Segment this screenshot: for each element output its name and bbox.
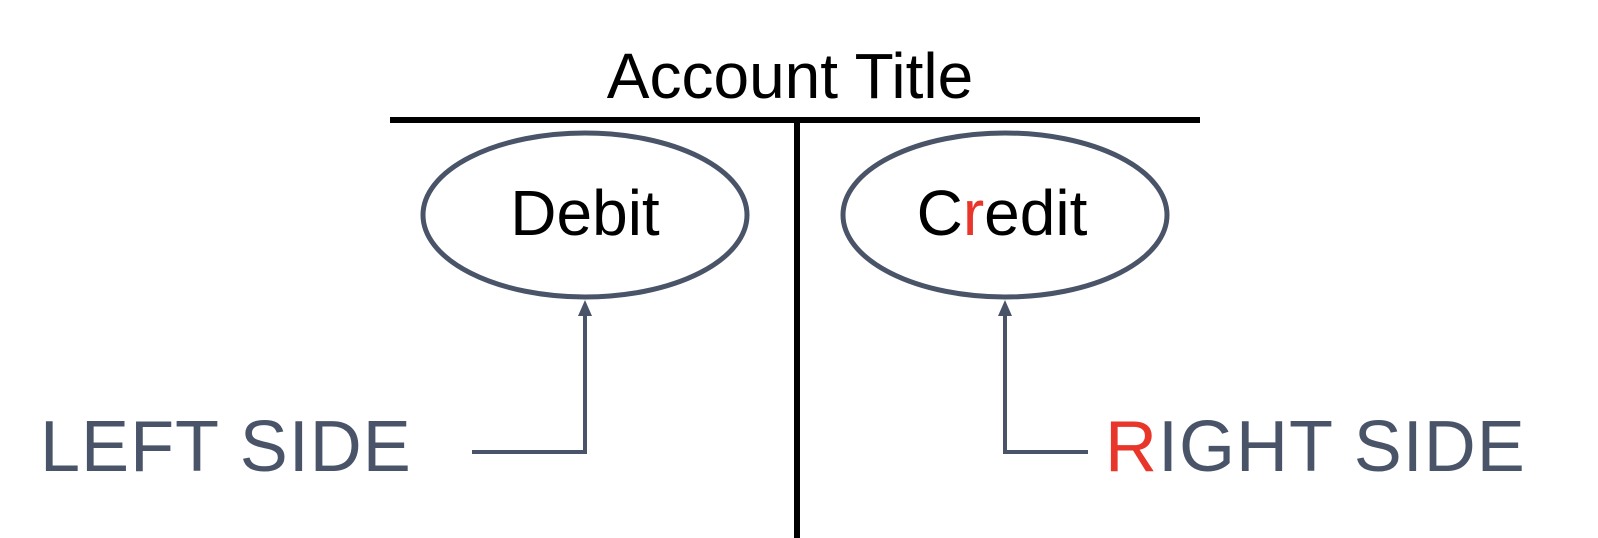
debit-label: Debit bbox=[510, 177, 660, 249]
right-side-suffix: IGHT SIDE bbox=[1158, 407, 1526, 487]
left-arrowhead bbox=[578, 300, 592, 316]
credit-label: Credit bbox=[862, 177, 1142, 249]
credit-oval bbox=[840, 130, 1170, 300]
account-title: Account Title bbox=[606, 40, 974, 112]
right-side-label: RIGHT SIDE bbox=[1105, 407, 1526, 487]
credit-suffix: edit bbox=[984, 177, 1088, 249]
right-side-highlight: R bbox=[1105, 407, 1158, 487]
right-arrowhead bbox=[998, 300, 1012, 316]
left-arrow-line bbox=[472, 312, 587, 454]
left-side-label: LEFT SIDE bbox=[40, 407, 412, 487]
credit-prefix: C bbox=[916, 177, 963, 249]
credit-highlight: r bbox=[962, 177, 985, 249]
debit-oval bbox=[420, 130, 750, 300]
right-arrow-line bbox=[1003, 312, 1088, 454]
